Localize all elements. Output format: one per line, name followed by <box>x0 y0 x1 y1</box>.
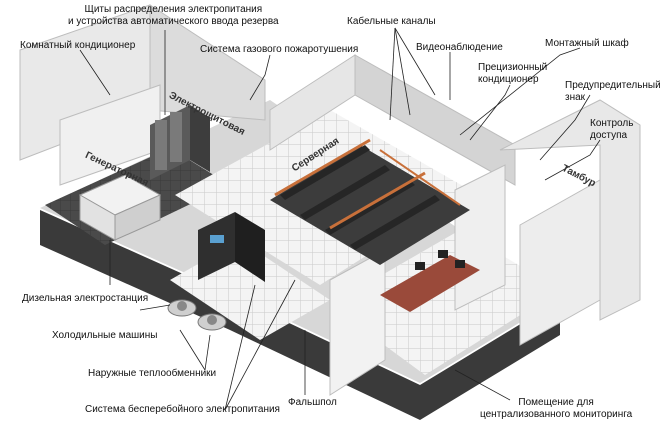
chillers <box>167 299 227 331</box>
electrical-panels <box>150 105 210 180</box>
label-access-control: Контроль доступа <box>590 118 634 141</box>
label-cable-channels: Кабельные каналы <box>347 16 436 27</box>
label-room-ac: Комнатный кондиционер <box>20 40 136 51</box>
label-monitoring-room: Помещение для централизованного монитори… <box>480 397 633 420</box>
label-precision-ac: Прецизионный кондиционер <box>478 62 548 85</box>
label-diesel: Дизельная электростанция <box>22 293 149 304</box>
label-gas-fire: Система газового пожаротушения <box>200 44 359 55</box>
label-raised-floor: Фальшпол <box>288 397 337 408</box>
label-ups: Система бесперебойного электропитания <box>85 404 280 415</box>
diesel-generator <box>78 174 162 241</box>
label-video: Видеонаблюдение <box>416 42 503 53</box>
label-chillers: Холодильные машины <box>52 330 158 341</box>
label-heat-exchangers: Наружные теплообменники <box>88 368 217 379</box>
server-rack-rows <box>270 138 470 265</box>
ups-cabinets <box>198 212 265 282</box>
label-rack: Монтажный шкаф <box>545 38 629 49</box>
leader-lines <box>79 27 601 411</box>
monitoring-desk <box>380 250 480 312</box>
label-warning-sign: Предупредительный знак <box>565 80 660 103</box>
walls <box>19 4 641 396</box>
label-panels: Щиты распределения электропитания и устр… <box>68 4 279 27</box>
